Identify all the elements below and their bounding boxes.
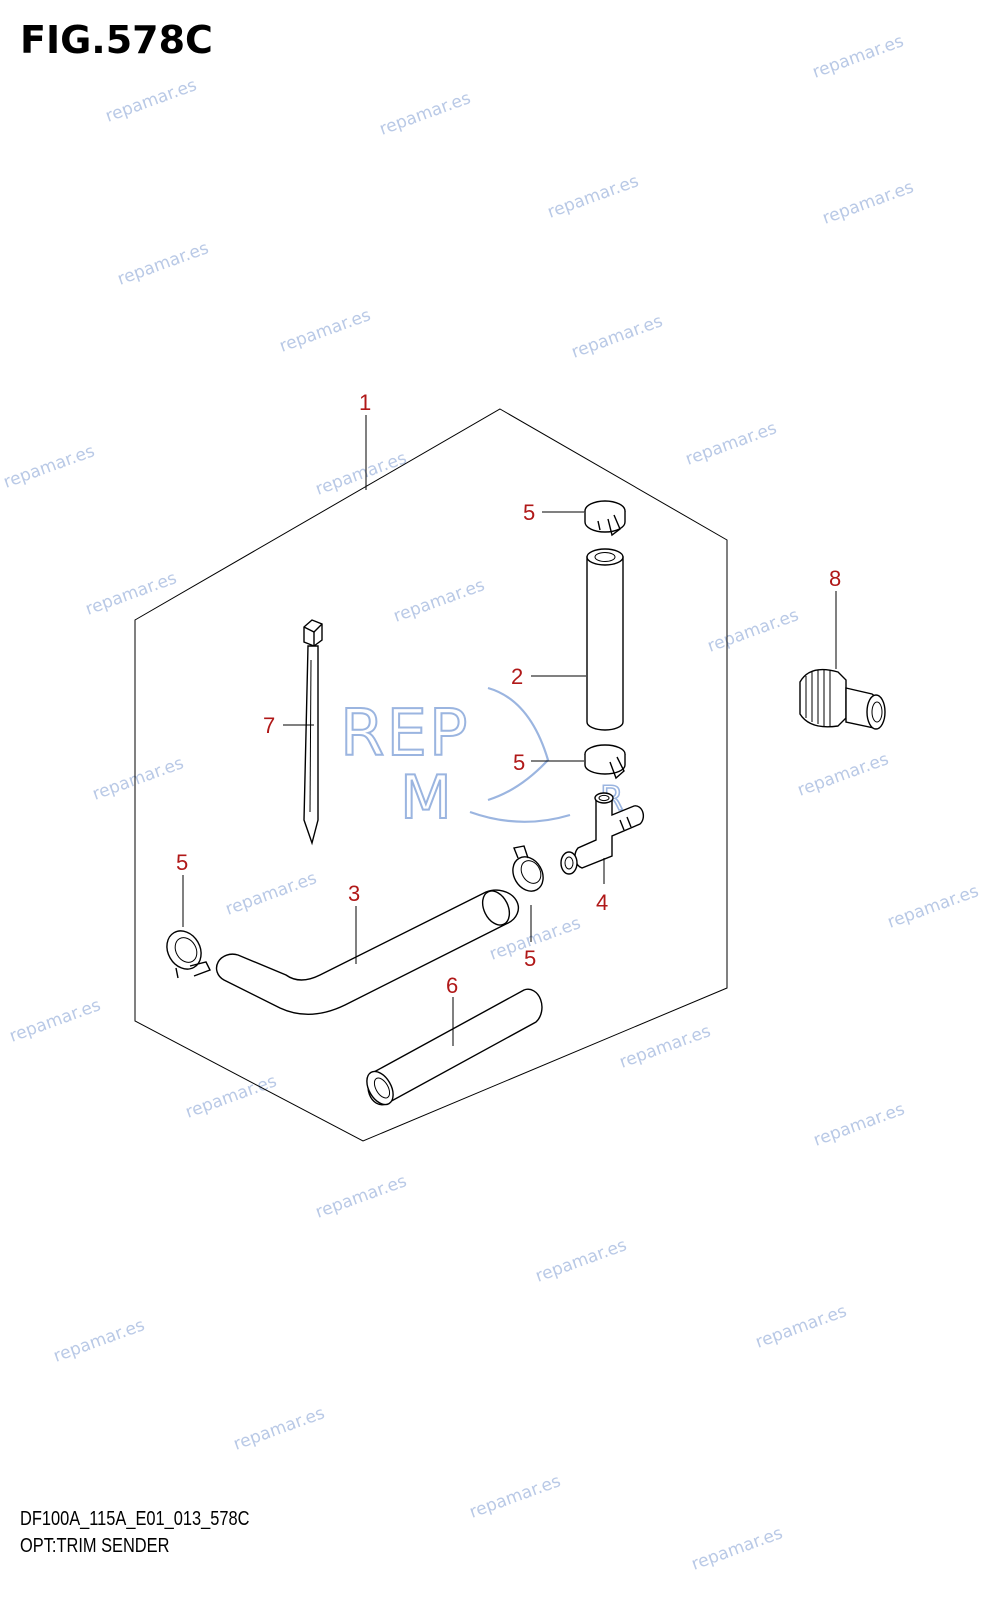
callout-6: 6: [446, 973, 458, 998]
watermark: repamar.es: [391, 575, 488, 626]
callout-7: 7: [263, 713, 275, 738]
watermark: repamar.es: [533, 1235, 630, 1286]
watermark: repamar.es: [467, 1471, 564, 1522]
part-5-hose-clip-top: [584, 500, 626, 537]
callout-8: 8: [829, 566, 841, 591]
watermark: repamar.es: [103, 75, 200, 126]
watermark: repamar.es: [223, 868, 320, 919]
figure-title: FIG.578C: [20, 18, 213, 62]
part-6-hose-lower: [366, 988, 543, 1106]
footer-model-code: DF100A_115A_E01_013_578C: [20, 1508, 250, 1530]
logo-text-top: REP: [340, 697, 470, 771]
watermark: repamar.es: [377, 88, 474, 139]
part-8-grommet-plug: [799, 668, 886, 730]
watermark: repamar.es: [90, 753, 187, 804]
watermark: repamar.es: [689, 1523, 786, 1574]
watermark: repamar.es: [51, 1315, 148, 1366]
watermark: repamar.es: [753, 1301, 850, 1352]
callout-1: 1: [359, 390, 371, 415]
footer-section-name: OPT:TRIM SENDER: [20, 1535, 170, 1557]
part-5-hose-clip-middle: [584, 744, 626, 780]
part-7-cable-tie: [303, 619, 323, 846]
watermark: repamar.es: [617, 1021, 714, 1072]
part-5-hose-clip-lower: [512, 845, 544, 892]
kit-boundary-outline: [134, 408, 728, 1142]
callout-5-lower: 5: [524, 946, 536, 971]
watermark-layer: repamar.es repamar.es repamar.es repamar…: [1, 31, 982, 1574]
watermark: repamar.es: [277, 305, 374, 356]
watermark: repamar.es: [231, 1403, 328, 1454]
watermark: repamar.es: [7, 995, 104, 1046]
callout-3: 3: [348, 881, 360, 906]
callout-5-top: 5: [523, 500, 535, 525]
callout-4: 4: [596, 890, 608, 915]
repamar-logo: REP M R: [339, 686, 624, 834]
watermark: repamar.es: [1, 441, 98, 492]
callout-5-middle: 5: [513, 750, 525, 775]
watermark: repamar.es: [795, 749, 892, 800]
watermark: repamar.es: [705, 605, 802, 656]
watermark: repamar.es: [545, 171, 642, 222]
callout-5-left: 5: [176, 850, 188, 875]
watermark: repamar.es: [811, 1099, 908, 1150]
part-2-hose-straight: [586, 548, 624, 731]
watermark: repamar.es: [810, 31, 907, 82]
part-3-hose-bent: [215, 889, 520, 1016]
part-4-t-joint: [560, 792, 645, 875]
callout-2: 2: [511, 664, 523, 689]
logo-text-bottom: M: [400, 763, 452, 833]
callout-labels: 1 5 2 5 4 5 3 5 6 7 8: [176, 390, 841, 998]
watermark: repamar.es: [83, 568, 180, 619]
watermark: repamar.es: [183, 1071, 280, 1122]
logo-sail: [487, 686, 550, 802]
watermark: repamar.es: [313, 448, 410, 499]
watermark: repamar.es: [683, 418, 780, 469]
leader-lines: [182, 415, 837, 1046]
logo-wave: [469, 810, 571, 823]
watermark: repamar.es: [820, 177, 917, 228]
watermark: repamar.es: [313, 1171, 410, 1222]
watermark: repamar.es: [885, 881, 982, 932]
watermark: repamar.es: [115, 238, 212, 289]
watermark: repamar.es: [569, 311, 666, 362]
part-5-hose-clip-left: [166, 930, 211, 979]
